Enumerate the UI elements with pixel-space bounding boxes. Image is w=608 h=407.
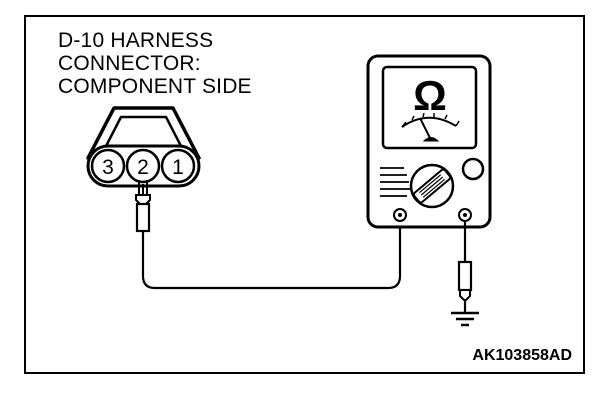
ohm-symbol: Ω <box>413 72 447 119</box>
pin-3 <box>90 148 126 184</box>
ohmmeter: Ω <box>366 54 492 229</box>
figure-frame <box>24 15 585 374</box>
connector-title-line1: D-10 HARNESS <box>58 29 214 52</box>
harness-connector: 3 2 1 <box>86 106 201 188</box>
pin-3-label: 3 <box>102 156 114 179</box>
connector-title-line2: CONNECTOR: <box>58 52 201 75</box>
pin-2-label: 2 <box>137 156 149 179</box>
test-probe <box>135 180 151 233</box>
meter-needle <box>419 117 432 141</box>
pin-1-label: 1 <box>172 156 184 179</box>
figure-code: AK103858AD <box>472 347 572 364</box>
ground-symbol-icon <box>451 311 479 327</box>
pin-2 <box>125 148 161 184</box>
ground-lead <box>457 221 473 313</box>
connector-title-line3: COMPONENT SIDE <box>58 75 252 98</box>
zero-adjust-button <box>461 157 485 181</box>
pin-1 <box>160 148 196 184</box>
test-lead-wire <box>141 216 402 290</box>
meter-scale <box>401 116 457 128</box>
